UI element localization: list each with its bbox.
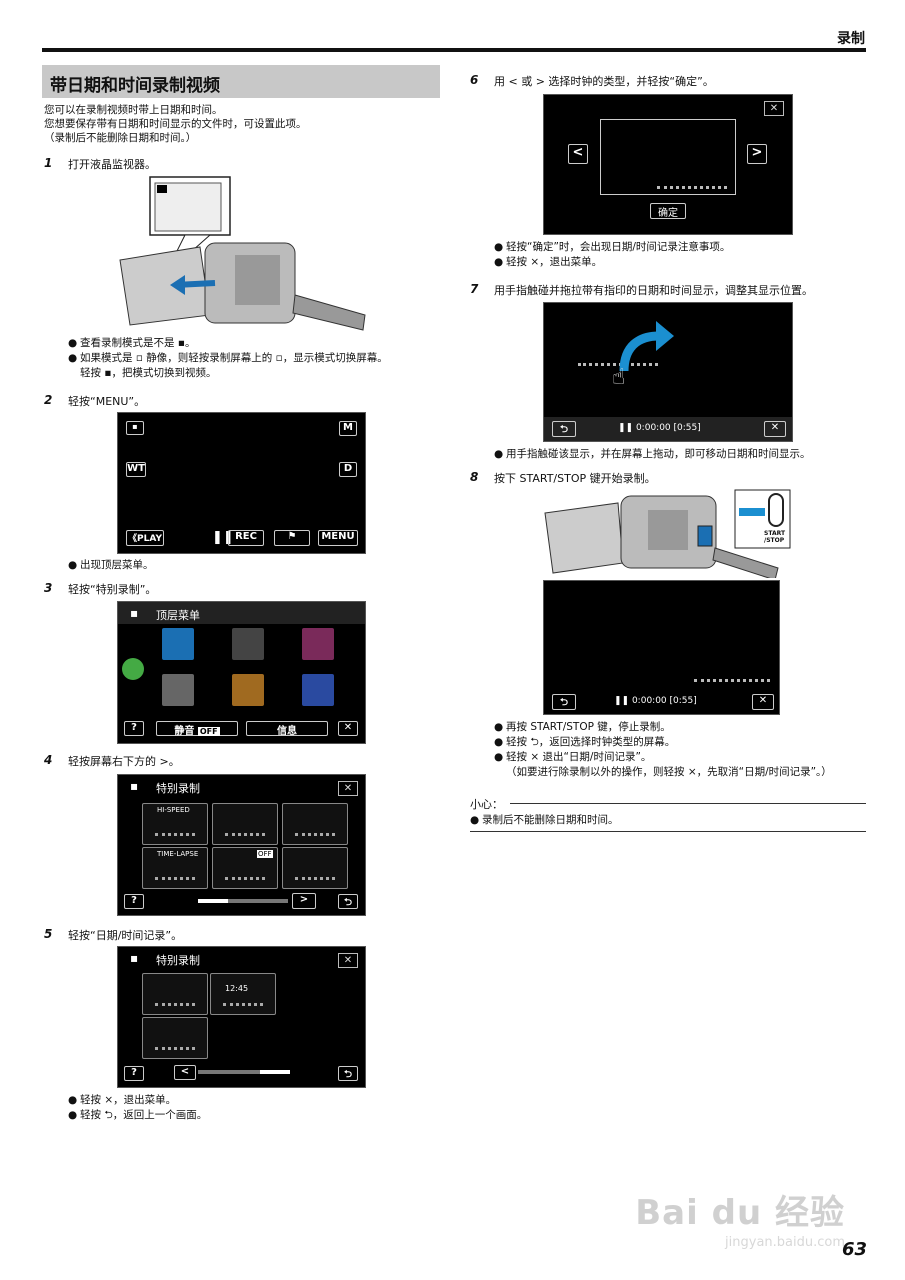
wt-button[interactable]: WT <box>126 462 146 477</box>
step-7-bullets: ●用手指触碰该显示，并在屏幕上拖动，即可移动日期和时间显示。 <box>494 448 811 460</box>
tile-slow[interactable] <box>212 803 278 845</box>
effect-icon[interactable] <box>302 628 334 660</box>
media-icon[interactable] <box>302 674 334 706</box>
screen-special-record: ▪ 特别录制 ✕ HI-SPEED TIME-LAPSE OFF ? > ⮌ <box>117 774 366 916</box>
d-button[interactable]: D <box>339 462 357 477</box>
title-bar: 带日期和时间录制视频 <box>42 65 440 98</box>
tile-hispeed[interactable]: HI-SPEED <box>142 803 208 845</box>
mute-button[interactable]: 静音 OFF <box>156 721 238 737</box>
finger-icon: ☝ <box>612 365 626 390</box>
ok-button[interactable]: 确定 <box>650 203 686 219</box>
playback-icon[interactable] <box>232 674 264 706</box>
step-2-bullets: ●出现顶层菜单。 <box>68 559 154 571</box>
baidu-logo: Bai du 经验 <box>635 1193 845 1233</box>
back-icon[interactable]: ⮌ <box>338 1066 358 1081</box>
watermark-url: jingyan.baidu.com <box>725 1235 845 1250</box>
time-counter: ❚❚ 0:00:00 [0:55] <box>614 696 697 706</box>
date-time-display <box>694 679 770 686</box>
start-stop-illustration <box>544 489 791 578</box>
tile-group[interactable] <box>282 847 348 889</box>
time-counter: ❚❚ 0:00:00 [0:55] <box>618 423 701 433</box>
back-icon[interactable]: ⮌ <box>552 421 576 437</box>
top-rule <box>42 48 866 52</box>
screen-position: ☝ ⮌ ❚❚ 0:00:00 [0:55] ✕ <box>543 302 793 442</box>
step-5-bullets: ●轻按 ×，退出菜单。 ●轻按 ⮌，返回上一个画面。 <box>68 1094 208 1121</box>
page-number: 63 <box>841 1239 867 1260</box>
screen-special-record-2: ▪ 特别录制 ✕ 12:45 ? < ⮌ <box>117 946 366 1088</box>
close-icon[interactable]: ✕ <box>338 953 358 968</box>
settings-icon[interactable] <box>162 674 194 706</box>
tile-effect[interactable] <box>282 803 348 845</box>
camera-icon: ▪ <box>130 779 139 793</box>
prev-button[interactable]: < <box>568 144 588 164</box>
caution-text: ●录制后不能删除日期和时间。 <box>470 814 619 826</box>
tile-face[interactable]: OFF <box>212 847 278 889</box>
play-button[interactable]: 《PLAY <box>126 530 164 546</box>
tile-stamp[interactable] <box>142 973 208 1015</box>
camcorder-illustration <box>119 176 366 331</box>
step-1-bullets: ●查看录制模式是不是 ▪。 ●如果模式是 ▫ 静像，则轻按录制屏幕上的 ▫，显示… <box>68 337 388 379</box>
next-button[interactable]: > <box>292 893 316 909</box>
close-icon[interactable]: ✕ <box>764 421 786 437</box>
prev-button[interactable]: < <box>174 1065 196 1080</box>
intro: 您可以在录制视频时带上日期和时间。 您想要保存带有日期和时间显示的文件时，可设置… <box>44 104 307 144</box>
next-button[interactable]: > <box>747 144 767 164</box>
scroll-bar[interactable] <box>198 1070 290 1074</box>
scroll-bar[interactable] <box>198 899 288 903</box>
clock-preview <box>600 119 736 195</box>
rec-button[interactable]: REC <box>228 530 264 546</box>
m-button[interactable]: M <box>339 421 357 436</box>
page-title: 带日期和时间录制视频 <box>50 76 220 96</box>
start-stop-label: START /STOP <box>764 530 786 544</box>
info-button[interactable]: 信息 <box>246 721 328 737</box>
caution-label: 小心： <box>470 798 503 811</box>
screen-clock-type: ✕ < > 确定 <box>543 94 793 235</box>
drag-arrow-icon <box>619 321 674 372</box>
screen-top-menu: ▪ 顶层菜单 ? 静音 OFF 信息 ✕ <box>117 601 366 744</box>
wifi-icon[interactable] <box>162 628 194 660</box>
help-button[interactable]: ? <box>124 1066 144 1081</box>
screen-recording: ⮌ ❚❚ 0:00:00 [0:55] ✕ <box>543 580 780 715</box>
tile-timelapse[interactable]: TIME-LAPSE <box>142 847 208 889</box>
tile-animation[interactable] <box>142 1017 208 1059</box>
step-8-bullets: ●再按 START/STOP 键，停止录制。 ●轻按 ⮌，返回选择时钟类型的屏幕… <box>494 721 832 778</box>
help-button[interactable]: ? <box>124 721 144 736</box>
menu-button[interactable]: MENU <box>318 530 358 546</box>
lens-icon[interactable] <box>232 628 264 660</box>
back-icon[interactable]: ⮌ <box>338 894 358 909</box>
close-icon[interactable]: ✕ <box>338 721 358 736</box>
close-icon[interactable]: ✕ <box>752 694 774 710</box>
special-record-icon[interactable] <box>122 658 144 680</box>
close-icon[interactable]: ✕ <box>764 101 784 116</box>
camera-icon: ▪ <box>130 951 139 965</box>
section-tag: 录制 <box>837 31 865 47</box>
flag-icon[interactable]: ⚑ <box>274 530 310 546</box>
help-button[interactable]: ? <box>124 894 144 909</box>
back-icon[interactable]: ⮌ <box>552 694 576 710</box>
close-icon[interactable]: ✕ <box>338 781 358 796</box>
screen-record: ▪ M WT D 《PLAY ❚❚ REC ⚑ MENU <box>117 412 366 554</box>
tile-date-time[interactable]: 12:45 <box>210 973 276 1015</box>
step-6-bullets: ●轻按“确定”时，会出现日期/时间记录注意事项。 ●轻按 ×，退出菜单。 <box>494 241 731 268</box>
video-mode-icon[interactable]: ▪ <box>126 421 144 435</box>
camera-icon: ▪ <box>130 606 139 620</box>
date-time-display[interactable] <box>578 363 658 370</box>
